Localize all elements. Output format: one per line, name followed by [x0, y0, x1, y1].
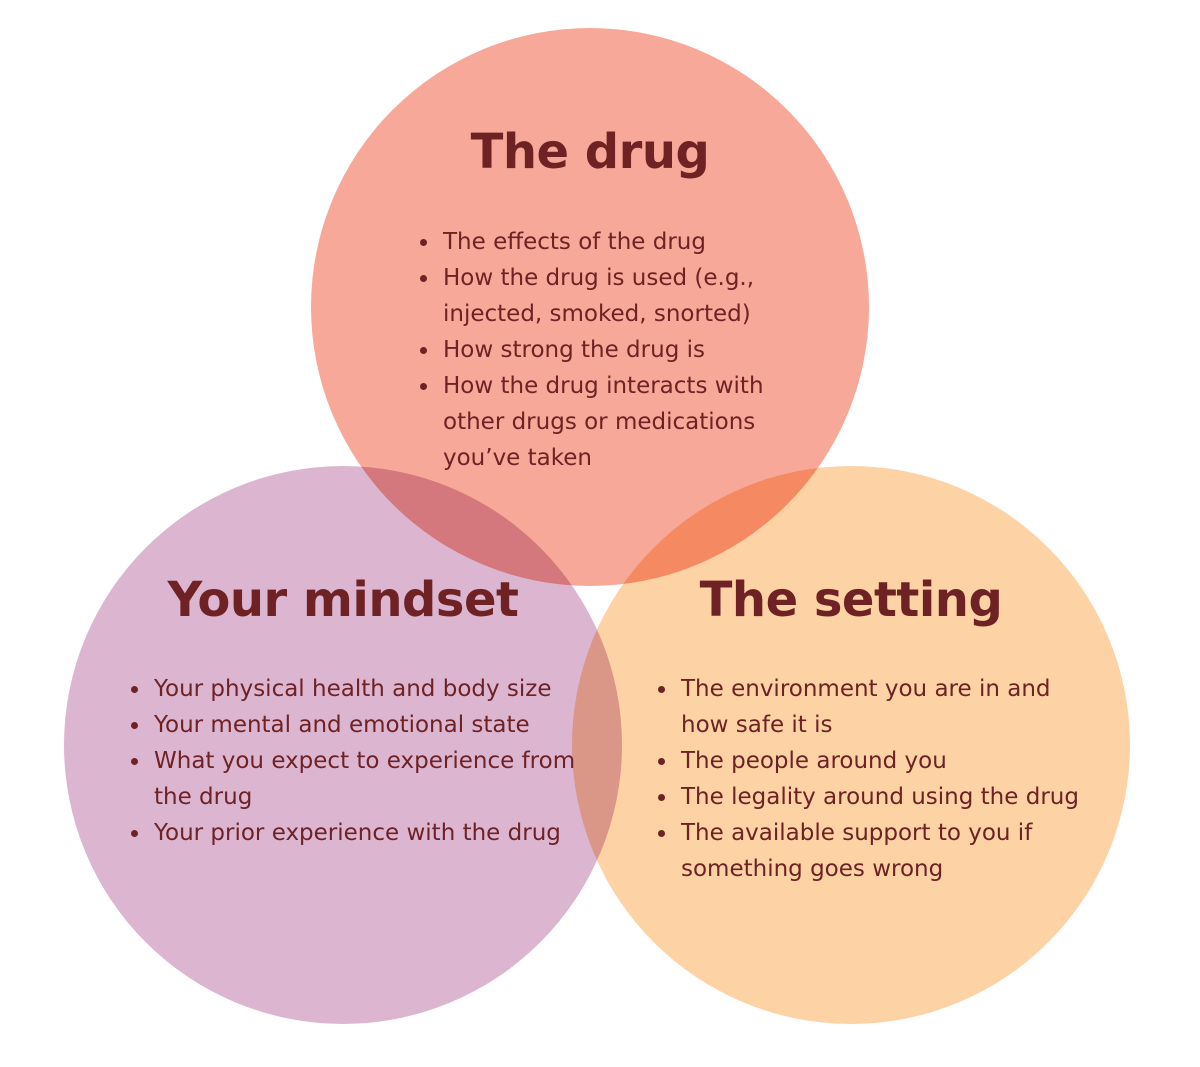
drug-factor-item: How strong the drug is — [415, 332, 795, 368]
setting-circle — [572, 466, 1130, 1024]
mindset-factor-item: Your physical health and body size — [126, 671, 596, 707]
mindset-factor-list: Your physical health and body size Your … — [126, 671, 596, 851]
drug-factor-item: How the drug interacts with other drugs … — [415, 368, 795, 476]
mindset-title: Your mindset — [167, 572, 519, 628]
drug-factor-list: The effects of the drug How the drug is … — [415, 224, 795, 476]
drug-title: The drug — [470, 124, 710, 180]
setting-factor-item: The available support to you if somethin… — [653, 815, 1093, 887]
mindset-factor-item: Your mental and emotional state — [126, 707, 596, 743]
setting-factor-list: The environment you are in and how safe … — [653, 671, 1093, 887]
mindset-factor-item: What you expect to experience from the d… — [126, 743, 596, 815]
setting-factor-item: The environment you are in and how safe … — [653, 671, 1093, 743]
setting-factor-item: The people around you — [653, 743, 1093, 779]
setting-factor-item: The legality around using the drug — [653, 779, 1093, 815]
drug-factor-item: How the drug is used (e.g., injected, sm… — [415, 260, 795, 332]
drug-factor-item: The effects of the drug — [415, 224, 795, 260]
mindset-circle — [64, 466, 622, 1024]
mindset-factor-item: Your prior experience with the drug — [126, 815, 596, 851]
setting-title: The setting — [699, 572, 1003, 628]
